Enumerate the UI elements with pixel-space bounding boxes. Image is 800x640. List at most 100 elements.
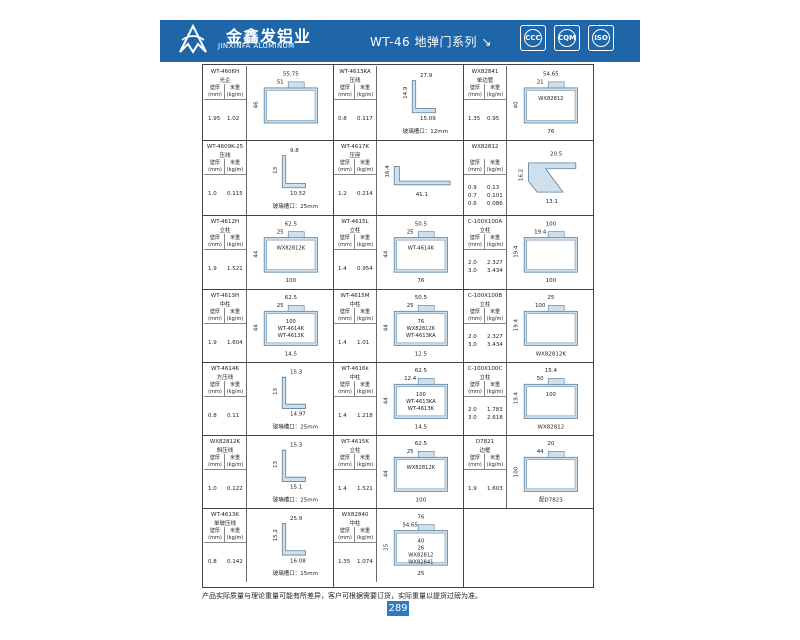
dimension-label: 62.5 xyxy=(415,441,428,447)
thickness-value: 1.9 xyxy=(208,340,217,346)
dimension-label: WX82812K xyxy=(407,465,436,471)
dimension-label: 25 xyxy=(277,303,284,309)
profile-code: WT-4614K xyxy=(211,366,239,372)
dimension-label: 12.4 xyxy=(404,376,417,382)
header-underline xyxy=(334,99,376,100)
profile-shape xyxy=(547,305,565,312)
weight-header: 米重(kg/m) xyxy=(356,455,374,468)
dimension-label: 41.1 xyxy=(416,192,428,198)
profile-code: WT-4615K xyxy=(341,439,369,445)
dimension-label: 25 xyxy=(407,449,414,455)
profile-shape xyxy=(396,532,446,563)
thickness-value: 2.0 xyxy=(468,334,477,340)
dimension-label: 15.09 xyxy=(420,116,436,122)
profile-type: 光企 xyxy=(219,78,231,84)
header-underline xyxy=(334,174,376,175)
dimension-label: 14.5 xyxy=(415,424,428,430)
profile-code: WT-4609K-25 xyxy=(206,144,244,150)
thickness-value: 0.8 xyxy=(338,116,347,122)
profile-code: WT-4615M xyxy=(340,293,370,299)
profile-type: 单玻压线 xyxy=(213,521,236,527)
profile-code: C-100X100A xyxy=(467,219,503,225)
dimension-label: 62.5 xyxy=(415,368,428,374)
profile-shape xyxy=(266,313,316,344)
dimension-label: 40 xyxy=(513,101,519,108)
header-underline xyxy=(334,469,376,470)
header-underline xyxy=(464,323,506,324)
weight-header: 米重(kg/m) xyxy=(226,160,244,173)
profile-code: WX82812 xyxy=(471,144,499,150)
profile-shape xyxy=(526,90,576,121)
dimension-label: 100 xyxy=(535,303,546,309)
footer-note: 产品实际质量与理论重量可能有所差异，客户可根据需要订货，实际重量以提货过磅为准。 xyxy=(202,592,482,600)
profile-code: WX82841 xyxy=(471,69,499,75)
header-divider xyxy=(484,308,485,323)
profile-type: 压座 xyxy=(349,153,361,159)
thickness-value: 2.0 xyxy=(468,407,477,413)
dimension-label: WX82841 xyxy=(408,560,433,566)
weight-value: 0.142 xyxy=(227,559,243,565)
profile-type: 压线 xyxy=(349,78,361,84)
grid-column-divider xyxy=(333,65,334,587)
profile-type: 立柱 xyxy=(219,228,231,234)
dimension-label: WX82812 xyxy=(538,96,563,102)
grid-column-divider xyxy=(463,65,464,587)
header-underline xyxy=(464,249,506,250)
profile-shape xyxy=(287,305,305,312)
dimension-label: WT-4613KA xyxy=(406,399,436,405)
weight-header: 米重(kg/m) xyxy=(486,382,504,395)
dimension-label: 100 xyxy=(416,392,426,398)
profile-shape xyxy=(526,239,576,270)
profile-code: WX82812K xyxy=(209,439,241,445)
weight-header: 米重(kg/m) xyxy=(226,85,244,98)
series-title: WT-46 地弹门系列 ↘ xyxy=(370,35,492,49)
thickness-header: 壁厚(mm) xyxy=(468,85,482,98)
weight-value: 1.218 xyxy=(357,413,373,419)
profile-code: WT-4617K xyxy=(341,144,369,150)
profile-type: 中柱 xyxy=(349,375,361,381)
thickness-value: 1.9 xyxy=(208,266,217,272)
cert-ccc-icon: CCC xyxy=(520,25,546,51)
glass-slot-note: 玻璃槽口：12mm xyxy=(403,127,448,135)
profile-shape xyxy=(393,166,451,186)
weight-value: 0.214 xyxy=(357,191,373,197)
dimension-label: 配D7823 xyxy=(539,496,563,503)
profile-shape xyxy=(526,459,576,490)
dimension-label: 100 xyxy=(286,319,296,325)
page-number: 289 xyxy=(387,601,409,616)
dimension-label: 20.5 xyxy=(550,152,563,158)
grid-row-divider xyxy=(203,362,593,363)
thickness-value: 1.4 xyxy=(338,266,347,272)
dimension-label: 15 xyxy=(383,543,389,550)
profile-shape xyxy=(266,90,316,121)
profile-type: 中柱 xyxy=(349,521,361,527)
profile-code: WT-4606H xyxy=(210,69,240,75)
profile-type: 压线 xyxy=(219,153,231,159)
dimension-label: 46 xyxy=(253,101,259,108)
header-underline xyxy=(334,249,376,250)
header-underline xyxy=(464,469,506,470)
weight-value: 0.13 xyxy=(487,185,500,191)
dimension-label: 44 xyxy=(383,397,389,404)
profile-type: 中柱 xyxy=(349,302,361,308)
profile-code: WX82840 xyxy=(341,512,369,518)
weight-value: 1.521 xyxy=(357,486,373,492)
profile-code: C-100X100C xyxy=(467,366,503,372)
header-underline xyxy=(204,469,246,470)
grid-row-divider xyxy=(203,215,593,216)
thickness-header: 壁厚(mm) xyxy=(208,455,222,468)
profile-shape xyxy=(266,239,316,270)
weight-value: 1.01 xyxy=(357,340,370,346)
profile-shape xyxy=(411,80,436,114)
